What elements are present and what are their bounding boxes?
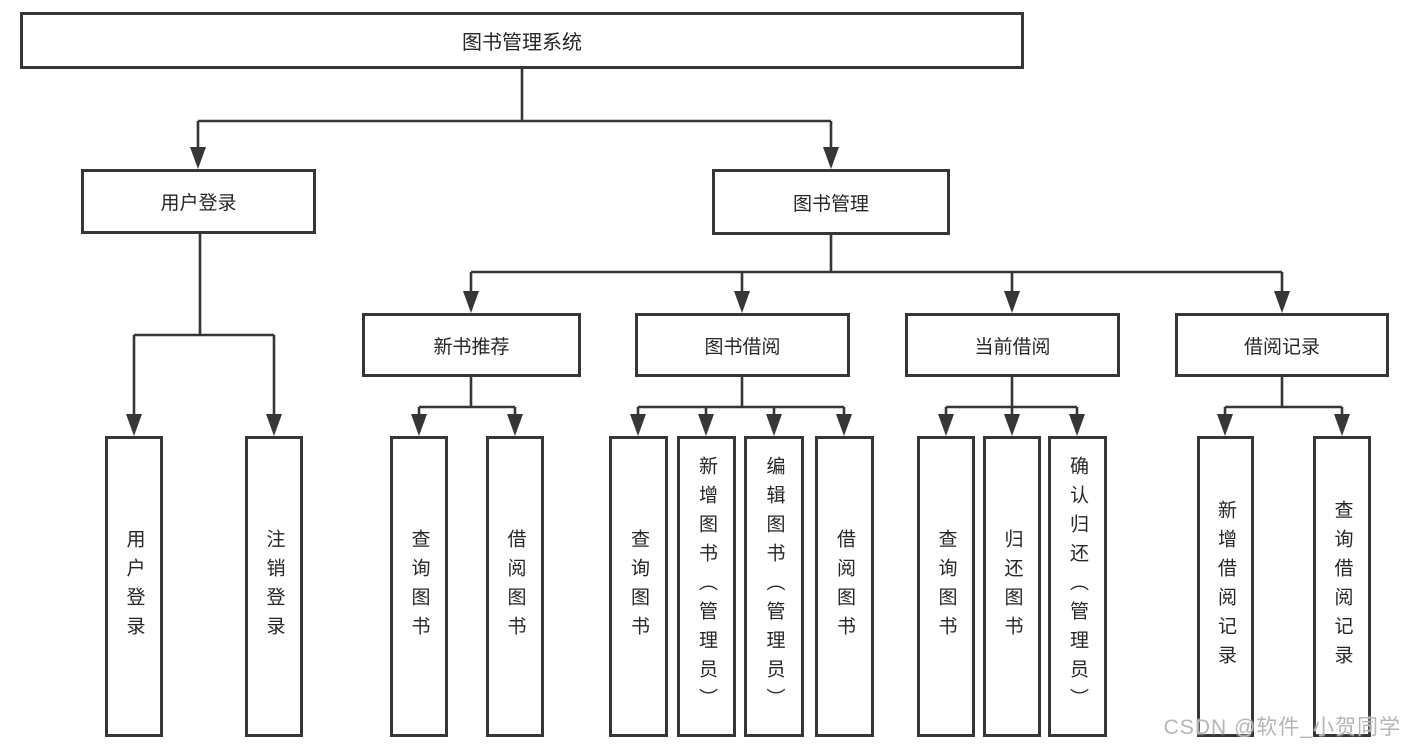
arrowhead-bb-borrow <box>836 414 852 436</box>
node-leaf-logout-label: 注销登录 <box>263 528 285 645</box>
edge-borrow-record-children <box>1223 377 1344 417</box>
node-cb-confirm: 确认归还（管理员） <box>1048 436 1107 737</box>
node-book-borrow-label: 图书借阅 <box>704 336 781 358</box>
node-cb-query: 查询图书 <box>917 436 975 737</box>
node-root: 图书管理系统 <box>20 12 1024 69</box>
edge-user-login-children <box>132 234 276 417</box>
node-bb-borrow-label: 借阅图书 <box>834 528 855 645</box>
node-borrow-record-label: 借阅记录 <box>1243 336 1320 358</box>
arrowhead-br-add <box>1217 414 1233 436</box>
arrowhead-nb-query <box>411 414 427 436</box>
node-bb-add-label: 新增图书（管理员） <box>696 456 717 717</box>
csdn-watermark: CSDN @软件_小贺同学 <box>1163 716 1401 739</box>
node-current-borrow-label: 当前借阅 <box>974 336 1051 358</box>
node-book-mgmt: 图书管理 <box>712 169 950 235</box>
node-cb-query-label: 查询图书 <box>935 528 957 645</box>
arrowhead-bb-edit <box>766 414 782 436</box>
node-nb-borrow-label: 借阅图书 <box>504 528 526 645</box>
node-leaf-user-login-label: 用户登录 <box>123 528 145 645</box>
node-bb-add: 新增图书（管理员） <box>677 436 736 737</box>
node-book-borrow: 图书借阅 <box>635 313 850 377</box>
arrowhead-bb-query <box>630 414 646 436</box>
node-cb-confirm-label: 确认归还（管理员） <box>1067 456 1088 717</box>
arrowhead-new-book-rec <box>463 291 479 313</box>
edge-root-to-level2 <box>196 69 833 150</box>
arrowhead-borrow-record <box>1274 291 1290 313</box>
arrowhead-cb-confirm <box>1069 414 1085 436</box>
arrowhead-current-borrow <box>1004 291 1020 313</box>
arrowhead-bb-add <box>698 414 714 436</box>
node-cb-return: 归还图书 <box>983 436 1041 737</box>
node-book-mgmt-label: 图书管理 <box>792 193 869 215</box>
node-leaf-logout: 注销登录 <box>245 436 303 737</box>
node-leaf-user-login: 用户登录 <box>105 436 163 737</box>
arrowhead-book-borrow <box>734 291 750 313</box>
node-current-borrow: 当前借阅 <box>905 313 1120 377</box>
edge-book-borrow-children <box>636 377 846 417</box>
node-new-book-rec: 新书推荐 <box>362 313 581 377</box>
arrowhead-book-mgmt <box>823 147 839 169</box>
node-user-login-label: 用户登录 <box>160 193 237 214</box>
node-br-add-label: 新增借阅记录 <box>1215 499 1236 674</box>
arrowhead-br-query <box>1334 414 1350 436</box>
node-bb-query: 查询图书 <box>609 436 668 737</box>
arrowhead-nb-borrow <box>507 414 523 436</box>
node-nb-borrow: 借阅图书 <box>486 436 544 737</box>
edge-book-mgmt-children <box>469 235 1284 294</box>
arrowhead-cb-query <box>938 414 954 436</box>
node-bb-borrow: 借阅图书 <box>815 436 874 737</box>
node-nb-query-label: 查询图书 <box>408 528 430 645</box>
node-user-login: 用户登录 <box>81 169 316 234</box>
arrowhead-user-login <box>190 147 206 169</box>
arrowhead-leaf-logout <box>266 414 282 436</box>
node-root-label: 图书管理系统 <box>462 32 582 54</box>
node-borrow-record: 借阅记录 <box>1175 313 1389 377</box>
arrowhead-cb-return <box>1004 414 1020 436</box>
node-br-add: 新增借阅记录 <box>1197 436 1254 737</box>
node-bb-query-label: 查询图书 <box>628 528 649 645</box>
node-cb-return-label: 归还图书 <box>1001 528 1023 645</box>
arrowhead-leaf-user-login <box>126 414 142 436</box>
node-new-book-rec-label: 新书推荐 <box>433 336 510 358</box>
node-bb-edit: 编辑图书（管理员） <box>744 436 804 737</box>
node-br-query: 查询借阅记录 <box>1313 436 1371 737</box>
node-nb-query: 查询图书 <box>390 436 448 737</box>
edge-current-borrow-children <box>944 377 1079 417</box>
node-bb-edit-label: 编辑图书（管理员） <box>763 456 785 717</box>
edge-new-book-rec-children <box>417 377 517 417</box>
node-br-query-label: 查询借阅记录 <box>1331 499 1353 674</box>
